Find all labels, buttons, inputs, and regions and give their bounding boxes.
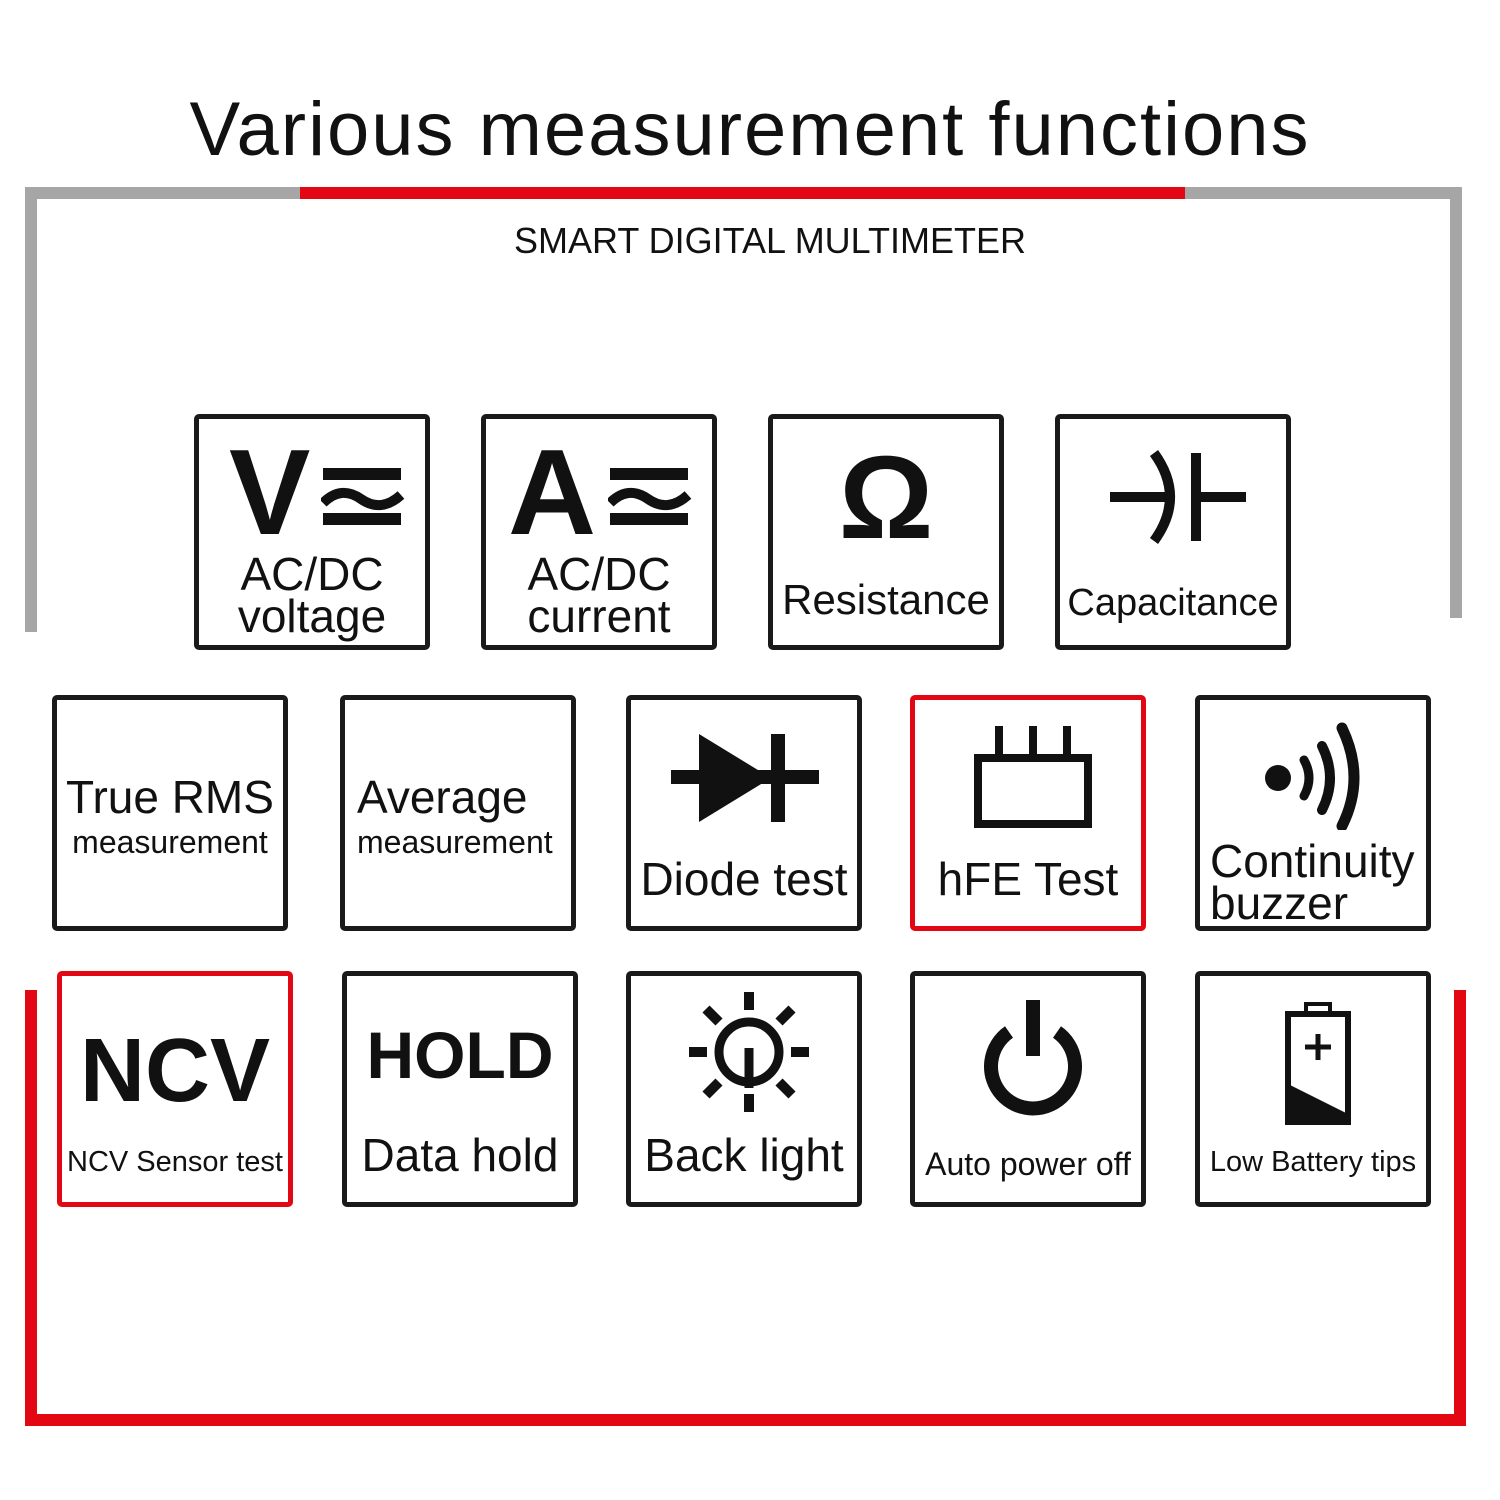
page-title: Various measurement functions (189, 87, 1311, 172)
low-battery-label: Low Battery tips (1209, 1146, 1417, 1178)
ncv-label: NCV Sensor test (67, 1146, 283, 1178)
resistance-label: Resistance (782, 576, 990, 623)
page-subtitle: SMART DIGITAL MULTIMETER (513, 220, 1027, 261)
buzzer-icon (1265, 722, 1360, 830)
true-rms-line2: measurement (72, 824, 268, 860)
continuity-line2: buzzer (1210, 877, 1349, 929)
tile-auto-power-off: Auto power off (910, 971, 1146, 1207)
hold-symbol: HOLD (366, 1018, 554, 1092)
capacitor-icon (1110, 450, 1246, 544)
red-frame (25, 990, 1466, 1426)
tile-hfe: hFE Test (910, 695, 1146, 931)
tile-average: Average measurement (340, 695, 576, 931)
tile-diode: Diode test (626, 695, 862, 931)
acdc-voltage-line1: AC/DC (240, 548, 384, 600)
acdc-voltage-line2: voltage (237, 590, 387, 642)
diode-icon (671, 734, 819, 822)
tile-low-battery: Low Battery tips (1195, 971, 1431, 1207)
acdc-current-line2: current (527, 590, 671, 642)
tile-ncv: NCV NCV Sensor test (57, 971, 293, 1207)
amp-symbol-icon: A (508, 424, 597, 560)
volt-symbol-icon: V (229, 424, 311, 560)
omega-icon: Ω (838, 432, 934, 564)
hold-label: Data hold (361, 1129, 559, 1181)
transistor-socket-icon (974, 726, 1092, 828)
diode-label: Diode test (640, 853, 848, 905)
tile-hold: HOLD Data hold (342, 971, 578, 1207)
tile-resistance: Ω Resistance (768, 414, 1004, 650)
acdc-wave-icon (321, 468, 405, 525)
tile-true-rms: True RMS measurement (52, 695, 288, 931)
capacitance-label: Capacitance (1067, 582, 1279, 624)
tile-continuity: Continuity buzzer (1195, 695, 1431, 931)
true-rms-line1: True RMS (66, 771, 274, 823)
power-icon (984, 1000, 1082, 1116)
ncv-symbol: NCV (79, 1021, 271, 1121)
tile-backlight: Back light (626, 971, 862, 1207)
auto-power-off-label: Auto power off (925, 1146, 1131, 1182)
average-line1: Average (357, 771, 528, 823)
sun-bulb-icon (689, 992, 809, 1112)
acdc-wave-icon (608, 468, 692, 525)
battery-icon (1285, 1002, 1351, 1125)
tile-capacitance: Capacitance (1055, 414, 1291, 650)
acdc-current-line1: AC/DC (527, 548, 671, 600)
backlight-label: Back light (644, 1129, 844, 1181)
tile-acdc-current: A AC/DC current (481, 414, 717, 650)
tile-acdc-voltage: V AC/DC voltage (194, 414, 430, 650)
continuity-line1: Continuity (1210, 835, 1415, 887)
hfe-label: hFE Test (937, 853, 1119, 905)
average-line2: measurement (357, 824, 553, 860)
